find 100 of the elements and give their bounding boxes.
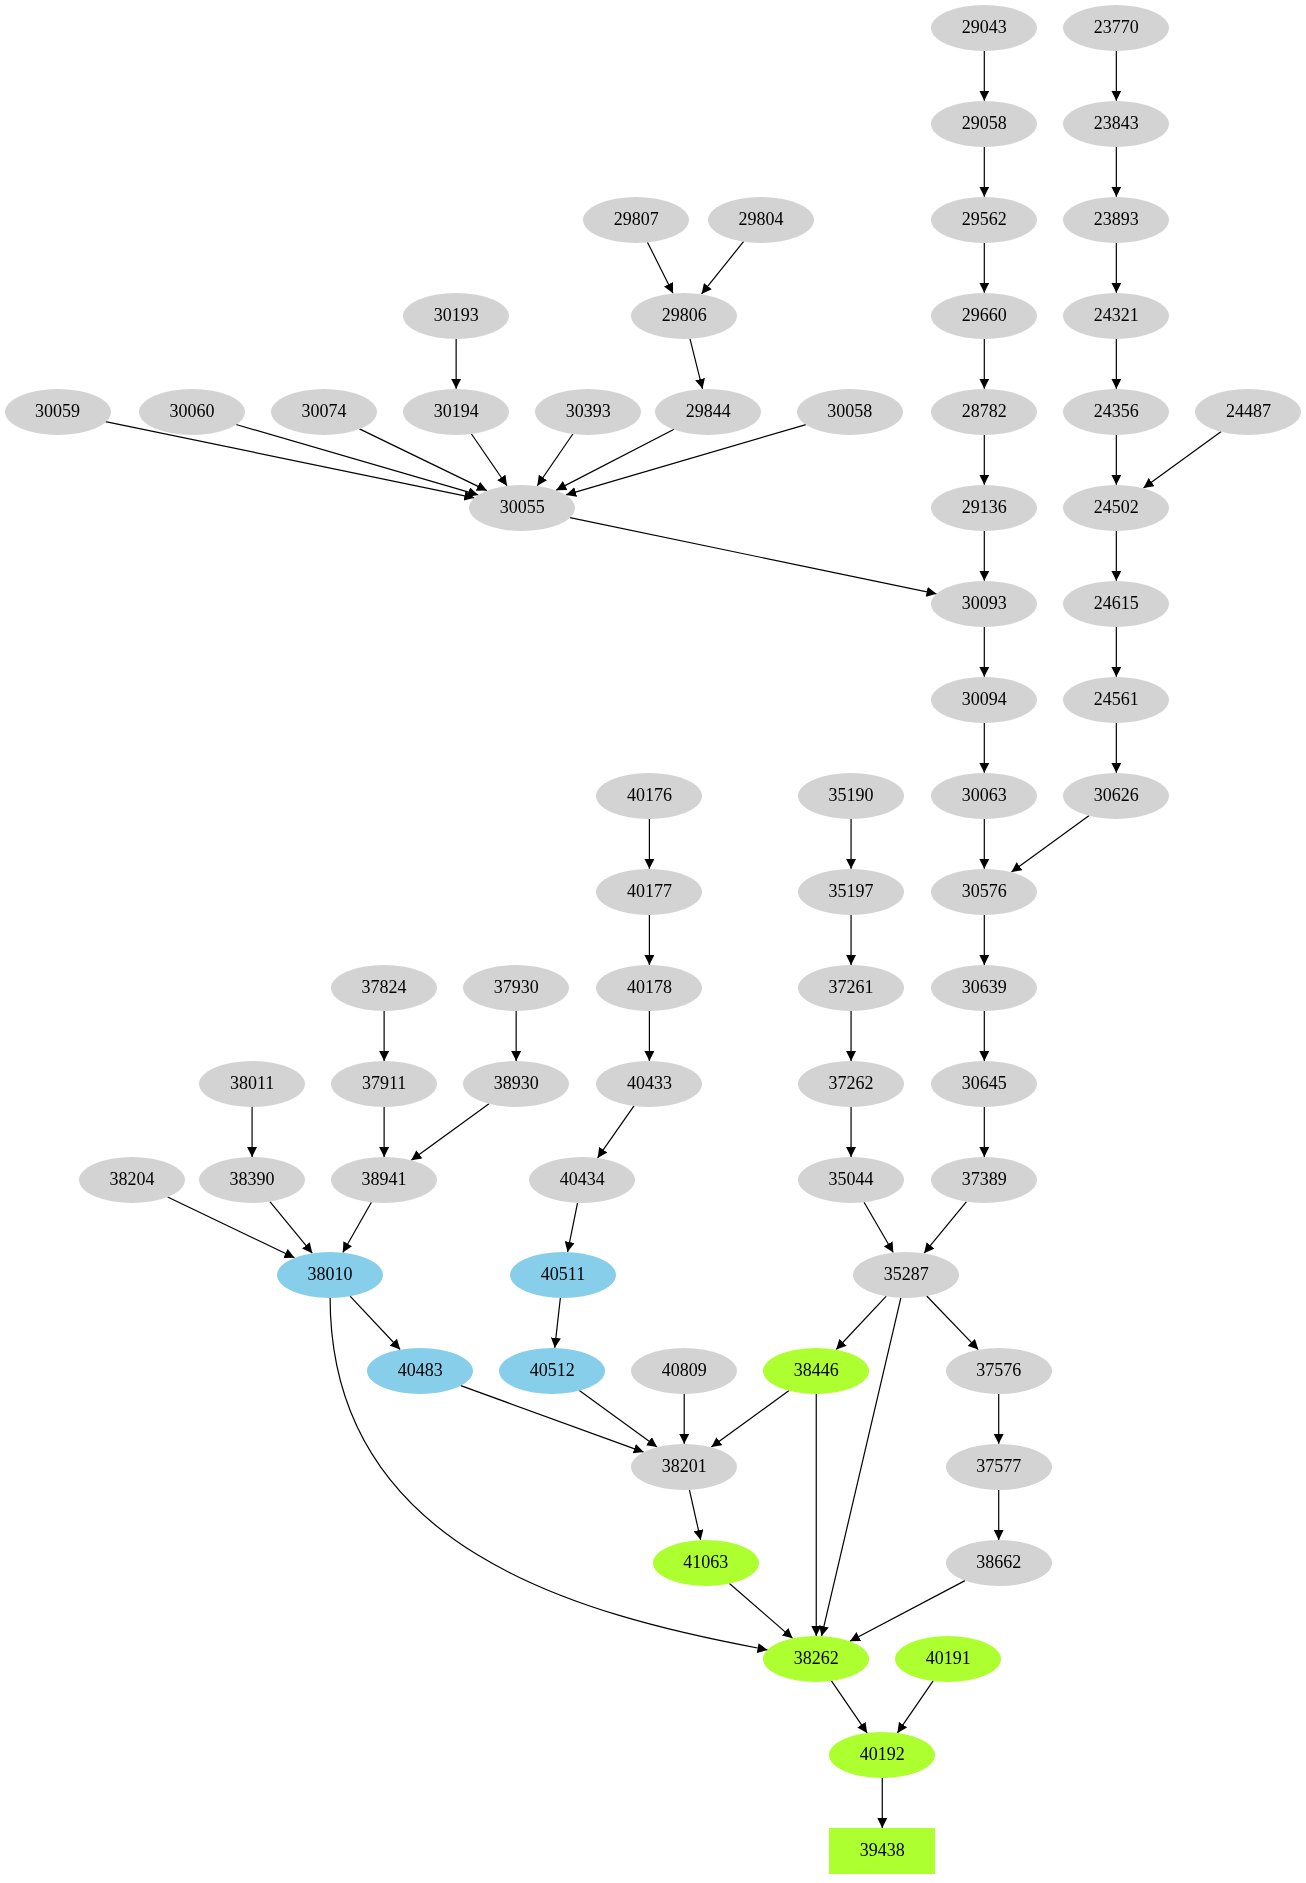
arrow [830, 1680, 868, 1734]
arrow [979, 50, 990, 102]
node-label: 35190 [828, 785, 874, 807]
node-label: 37911 [361, 1073, 407, 1095]
arrow [1111, 242, 1122, 294]
arrow [846, 1010, 857, 1062]
arrow [896, 1680, 934, 1734]
node-label: 37262 [828, 1073, 874, 1095]
arrow [926, 1295, 979, 1351]
arrow [679, 1393, 690, 1445]
arrow [597, 1105, 635, 1159]
node-label: 30194 [433, 401, 479, 423]
node-label: 39438 [859, 1840, 905, 1862]
node-box [829, 1827, 936, 1874]
arrow [863, 1201, 894, 1254]
node-label: 38201 [661, 1456, 707, 1478]
arrow [1111, 626, 1122, 678]
node-label: 40191 [925, 1648, 971, 1670]
arrow [470, 433, 508, 487]
arrow [329, 1297, 769, 1653]
node-ellipse [631, 1443, 738, 1490]
node-label: 30576 [961, 881, 1007, 903]
arrow [689, 337, 705, 390]
node-label: 40176 [626, 785, 672, 807]
arrow [1111, 530, 1122, 582]
arrow [167, 1196, 296, 1259]
arrow [644, 1010, 655, 1062]
arrow [349, 1295, 401, 1351]
node-label: 30645 [961, 1073, 1007, 1095]
node-label: 24502 [1093, 497, 1139, 519]
arrow [358, 428, 488, 492]
arrow [1111, 722, 1122, 774]
node-label: 38011 [229, 1073, 275, 1095]
node-label: 40809 [661, 1360, 707, 1382]
node-label: 37930 [493, 977, 539, 999]
arrow [460, 1385, 645, 1454]
node-label: 29660 [961, 305, 1007, 327]
node-label: 30094 [961, 689, 1007, 711]
arrow [846, 1106, 857, 1158]
node-label: 29804 [738, 209, 784, 231]
node-label: 29562 [961, 209, 1007, 231]
arrow [811, 1393, 822, 1637]
arrow [646, 241, 674, 294]
node-label: 30639 [961, 977, 1007, 999]
node-label: 24321 [1093, 305, 1139, 327]
node-label: 41063 [683, 1552, 729, 1574]
node-label: 30059 [35, 401, 81, 423]
arrow [701, 240, 745, 295]
arrow [104, 421, 475, 501]
node-label: 28782 [961, 401, 1007, 423]
node-label: 24356 [1093, 401, 1139, 423]
arrow [979, 626, 990, 678]
arrow [979, 722, 990, 774]
node-label: 38390 [229, 1169, 275, 1191]
node-label: 30093 [961, 593, 1007, 615]
node-label: 40177 [626, 881, 672, 903]
arrow [550, 1297, 561, 1349]
node-label: 38662 [976, 1552, 1022, 1574]
arrow [979, 530, 990, 582]
arrow [728, 1582, 794, 1639]
node-label: 35287 [883, 1264, 929, 1286]
arrow [849, 1580, 966, 1642]
node-label: 29807 [613, 209, 659, 231]
arrow [1111, 338, 1122, 390]
arrow [511, 1010, 522, 1062]
node-label: 35197 [828, 881, 874, 903]
node-ellipse [469, 484, 576, 531]
node-label: 40178 [626, 977, 672, 999]
arrow [578, 1389, 658, 1448]
arrow [819, 1297, 902, 1637]
arrow [688, 1489, 704, 1541]
node-label: 37261 [828, 977, 874, 999]
node-label: 30055 [499, 497, 545, 519]
arrow [644, 818, 655, 870]
node-label: 38010 [307, 1264, 353, 1286]
node-label: 37389 [961, 1169, 1007, 1191]
node-label: 30060 [169, 401, 215, 423]
node-label: 38930 [493, 1073, 539, 1095]
arrow [269, 1201, 313, 1254]
node-label: 30193 [433, 305, 479, 327]
arrow [564, 1202, 579, 1253]
node-label: 37576 [976, 1360, 1022, 1382]
node-label: 29043 [961, 17, 1007, 39]
arrow [1111, 50, 1122, 102]
arrow [710, 1389, 790, 1448]
arrow [923, 1201, 968, 1254]
arrow [979, 818, 990, 870]
arrow [235, 423, 479, 497]
node-label: 29844 [685, 401, 731, 423]
arrow [379, 1106, 390, 1158]
arrow [979, 146, 990, 198]
arrow [979, 434, 990, 486]
node-label: 38941 [361, 1169, 407, 1191]
node-label: 24487 [1225, 401, 1271, 423]
node-label: 40433 [626, 1073, 672, 1095]
node-label: 37577 [976, 1456, 1022, 1478]
node-label: 40434 [559, 1169, 605, 1191]
arrow [247, 1106, 258, 1158]
arrow [555, 428, 675, 491]
arrow [536, 433, 574, 487]
